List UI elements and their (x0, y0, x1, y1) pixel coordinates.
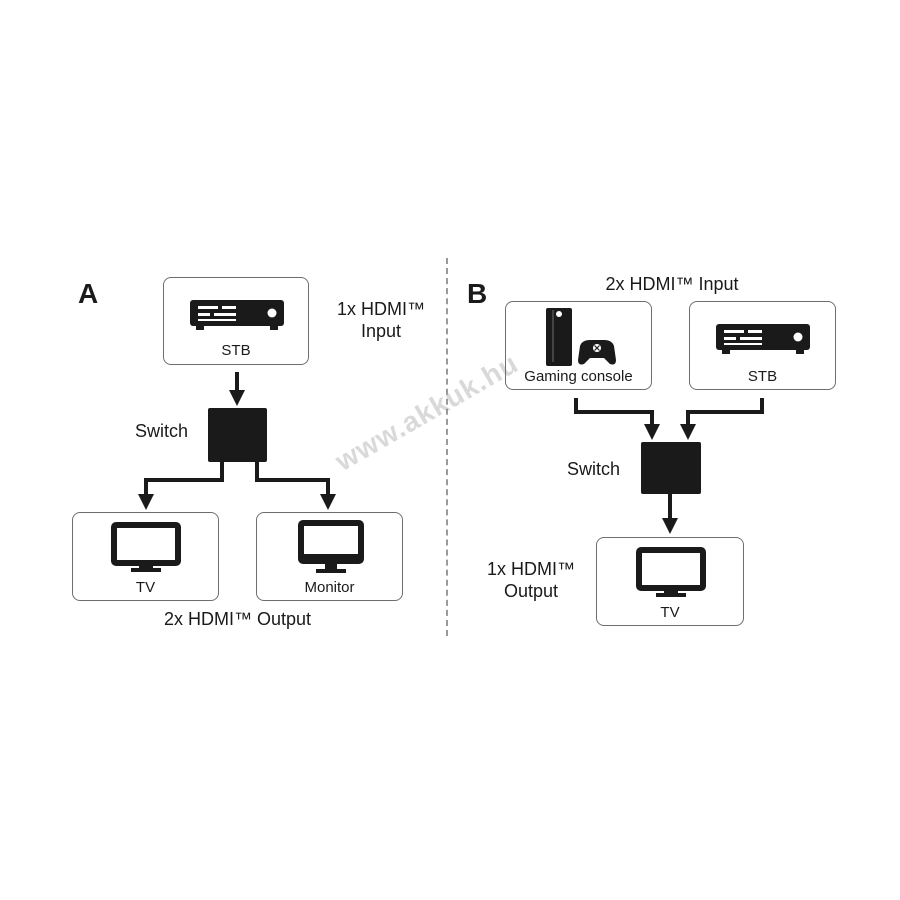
switch-label-b: Switch (567, 459, 621, 479)
arrow-console-to-switch-b (574, 398, 660, 440)
stb-label-b: STB (747, 368, 778, 385)
monitor-output-box-a: Monitor (256, 512, 403, 601)
output-label-b: 1x HDMI™ Output (476, 558, 586, 602)
input-label-a-line2: Input (360, 321, 402, 341)
monitor-icon (298, 520, 364, 573)
input-label-a-line1: 1x HDMI™ (336, 299, 425, 319)
panel-a-letter: A (78, 278, 99, 309)
panel-divider (446, 258, 448, 636)
tv-label-a: TV (135, 579, 156, 596)
tv-icon (111, 522, 181, 572)
gaming-console-icon (546, 308, 616, 366)
input-label-a: 1x HDMI™ Input (326, 298, 436, 342)
tv-output-box-a: TV (72, 512, 219, 601)
output-label-b-line1: 1x HDMI™ (486, 559, 575, 579)
console-source-box-b: Gaming console (505, 301, 652, 390)
switch-label-a: Switch (135, 421, 189, 441)
panel-b-letter: B (467, 278, 488, 309)
tv-output-box-b: TV (596, 537, 744, 626)
output-label-b-line2: Output (503, 581, 559, 601)
switch-block-b (641, 442, 701, 494)
arrow-switch-to-tv-a (138, 462, 224, 510)
arrow-switch-to-monitor-a (255, 462, 336, 510)
tv-icon (636, 547, 706, 597)
stb-source-box-b: STB (689, 301, 836, 390)
output-label-a: 2x HDMI™ Output (163, 609, 312, 629)
console-label-b: Gaming console (524, 368, 633, 385)
stb-source-box-a: STB (163, 277, 309, 365)
tv-label-b: TV (660, 604, 680, 621)
stb-icon (716, 324, 810, 354)
stb-icon (190, 300, 284, 330)
arrow-stb-to-switch-b (680, 398, 764, 440)
switch-block-a (208, 408, 267, 462)
monitor-label-a: Monitor (304, 579, 355, 596)
stb-label-a: STB (221, 342, 251, 359)
input-label-b: 2x HDMI™ Input (605, 274, 739, 294)
